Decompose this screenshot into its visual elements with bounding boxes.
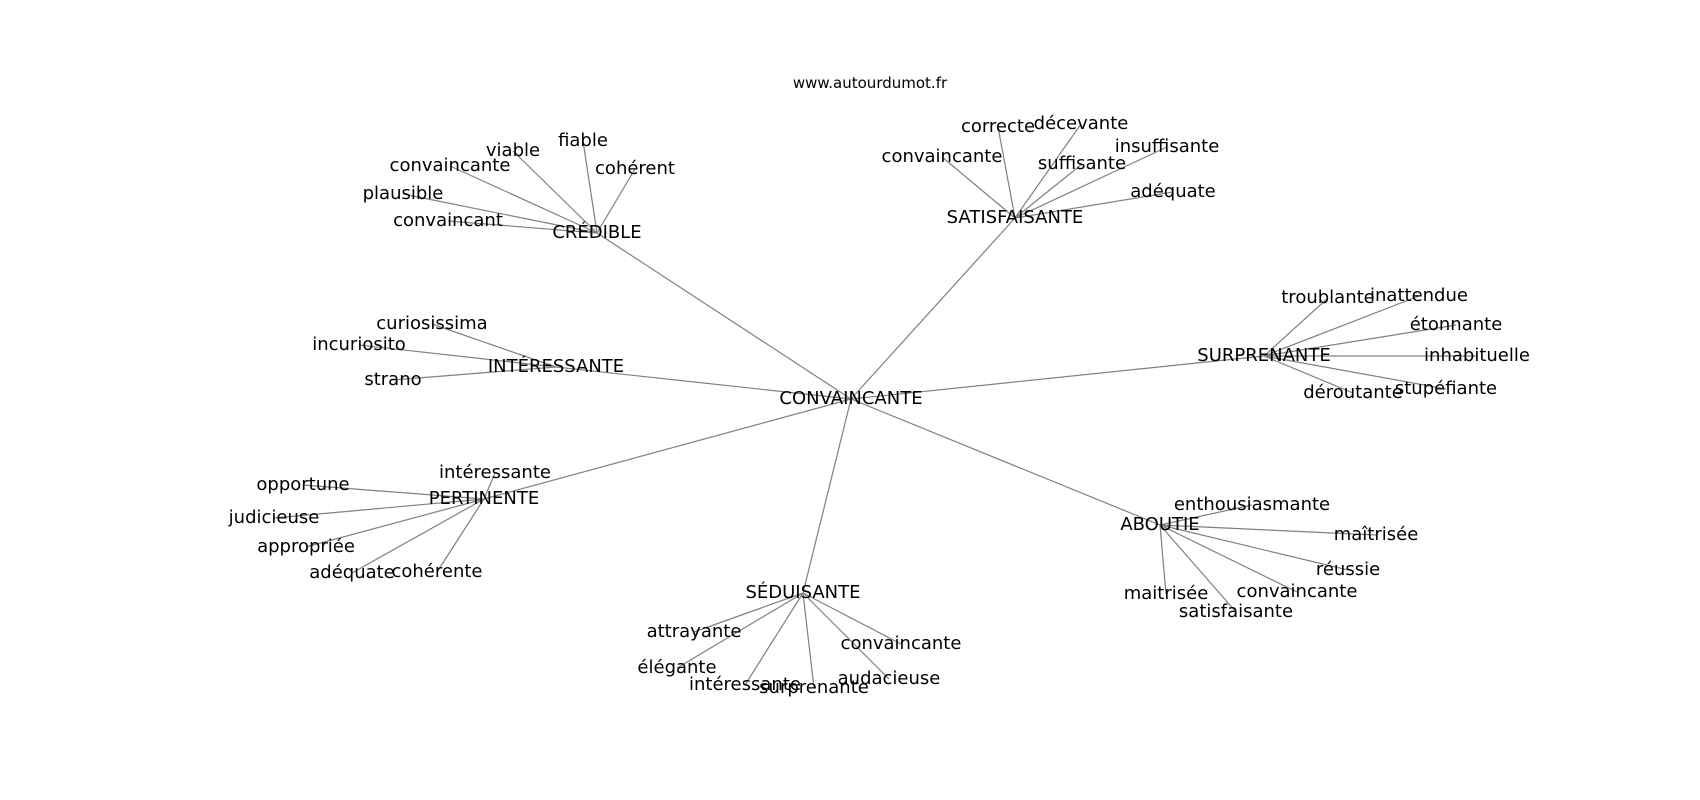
leaf-node: viable (486, 140, 540, 161)
leaf-node: insuffisante (1115, 136, 1220, 157)
edge-hub-2-leaf-2 (392, 366, 557, 381)
edge-hub-4-leaf-1 (302, 484, 485, 500)
hub-node: PERTINENTE (429, 488, 539, 509)
leaf-node: incuriosito (312, 334, 406, 355)
edge-hub-3-leaf-5 (1263, 355, 1354, 394)
site-name: www.autourdumot.fr (793, 74, 948, 92)
edge-hub-6-leaf-3 (802, 592, 890, 680)
edge-hub-0-leaf-1 (512, 150, 598, 234)
edge-hub-1-leaf-2 (941, 156, 1016, 219)
edge-hub-3-leaf-2 (1263, 324, 1457, 357)
leaf-node: maîtrisée (1334, 524, 1419, 545)
leaf-node: convaincante (841, 633, 962, 654)
leaf-node: adéquate (309, 562, 395, 583)
edge-hub-1-leaf-0 (997, 126, 1016, 219)
graph-nodes: fiable viable cohérent convaincante plausibl… (228, 113, 1530, 698)
hub-node: CRÉDIBLE (552, 221, 641, 243)
edge-hub-5-leaf-0 (1159, 504, 1253, 526)
leaf-node: suffisante (1038, 153, 1126, 174)
edge-hub-2-leaf-0 (431, 323, 557, 368)
leaf-node: enthousiasmante (1174, 494, 1330, 515)
leaf-node: audacieuse (838, 668, 941, 689)
leaf-node: convaincante (882, 146, 1003, 167)
leaf-node: élégante (637, 657, 716, 678)
edge-hub-3-leaf-0 (1263, 297, 1329, 357)
hub-node: SURPRENANTE (1197, 345, 1330, 366)
edge-center-to-0 (596, 232, 852, 400)
leaf-node: opportune (256, 474, 349, 495)
leaf-node: satisfaisante (1179, 601, 1293, 622)
leaf-node: réussie (1316, 559, 1380, 580)
edge-hub-4-leaf-4 (351, 498, 485, 574)
edge-center-to-2 (555, 366, 852, 400)
edge-hub-6-leaf-5 (802, 592, 815, 689)
edge-hub-4-leaf-2 (273, 498, 485, 519)
leaf-node: décevante (1034, 113, 1129, 134)
leaf-node: inhabituelle (1424, 345, 1530, 366)
leaf-node: strano (364, 369, 421, 390)
leaf-node: surprenante (759, 677, 869, 698)
hub-node: SATISFAISANTE (947, 207, 1084, 228)
edge-hub-6-leaf-1 (802, 592, 902, 645)
edge-center-to-6 (802, 398, 852, 594)
leaf-node: cohérent (595, 158, 675, 179)
edge-hub-1-leaf-1 (1014, 123, 1082, 219)
leaf-node: étonnante (1410, 314, 1503, 335)
leaf-node: maitrisée (1124, 583, 1209, 604)
leaf-node: déroutante (1303, 382, 1403, 403)
graph-edges (273, 123, 1477, 689)
edge-hub-6-leaf-0 (693, 592, 804, 633)
edge-hub-0-leaf-5 (447, 220, 598, 234)
leaf-node: intéressante (689, 674, 801, 695)
leaf-node: intéressante (439, 462, 551, 483)
edge-hub-5-leaf-3 (1159, 524, 1298, 593)
leaf-node: convaincante (1237, 581, 1358, 602)
leaf-node: correcte (961, 116, 1035, 137)
edge-hub-3-leaf-4 (1263, 355, 1447, 390)
node-center: CONVAINCANTE (779, 388, 922, 409)
edge-hub-6-leaf-2 (676, 592, 804, 669)
leaf-node: attrayante (647, 621, 742, 642)
hub-node: SÉDUISANTE (745, 581, 860, 603)
edge-hub-4-leaf-3 (305, 498, 485, 548)
edge-hub-5-leaf-5 (1159, 524, 1237, 613)
edge-hub-5-leaf-2 (1159, 524, 1349, 571)
leaf-node: curiosissima (376, 313, 487, 334)
leaf-node: troublante (1281, 287, 1374, 308)
edge-hub-6-leaf-4 (744, 592, 804, 686)
edge-hub-2-leaf-1 (358, 344, 557, 368)
leaf-node: judicieuse (228, 507, 320, 528)
leaf-node: adéquate (1130, 181, 1216, 202)
leaf-node: cohérente (391, 561, 482, 582)
edge-center-to-4 (483, 398, 852, 500)
edge-hub-0-leaf-4 (402, 193, 598, 234)
hub-node: ABOUTIE (1120, 514, 1199, 535)
edge-hub-5-leaf-1 (1159, 524, 1377, 536)
hub-node: INTÉRESSANTE (488, 355, 624, 377)
leaf-node: inattendue (1370, 285, 1468, 306)
edge-hub-5-leaf-4 (1159, 524, 1167, 595)
leaf-node: convaincante (390, 155, 511, 176)
edge-hub-0-leaf-2 (596, 168, 636, 234)
edge-hub-0-leaf-0 (582, 140, 598, 234)
leaf-node: fiable (558, 130, 608, 151)
edge-hub-1-leaf-5 (1014, 191, 1174, 219)
edge-hub-4-leaf-0 (483, 472, 496, 500)
leaf-node: plausible (363, 183, 444, 204)
edge-hub-3-leaf-1 (1263, 295, 1420, 357)
edge-hub-0-leaf-3 (449, 165, 598, 234)
leaf-node: convaincant (393, 210, 503, 231)
edge-center-to-5 (850, 398, 1161, 526)
leaf-node: stupéfiante (1395, 378, 1497, 399)
edge-center-to-1 (850, 217, 1016, 400)
edge-hub-4-leaf-5 (436, 498, 485, 573)
edge-hub-1-leaf-4 (1014, 163, 1083, 219)
leaf-node: appropriée (257, 536, 355, 557)
edge-hub-1-leaf-3 (1014, 146, 1168, 219)
edge-center-to-3 (850, 355, 1265, 400)
